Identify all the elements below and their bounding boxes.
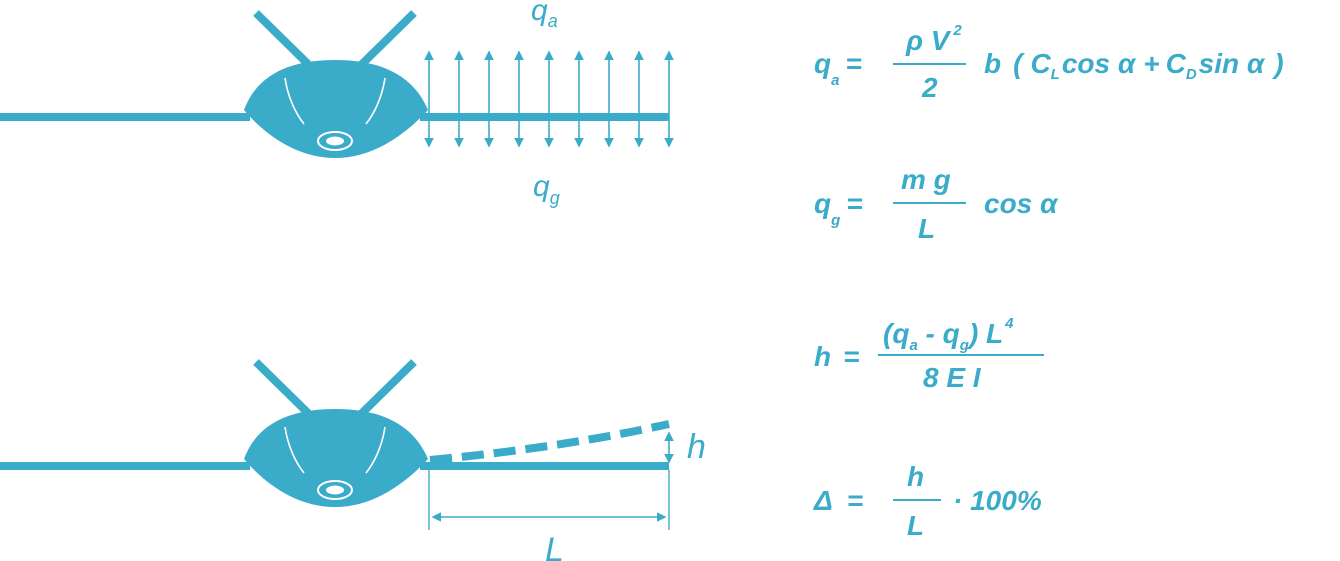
svg-text:L: L — [918, 213, 935, 244]
svg-text:b(CLcos α+CDsin α): b(CLcos α+CDsin α) — [984, 48, 1284, 83]
equation-delta: Δ= h L · 100% — [813, 461, 1042, 541]
svg-text:Δ=: Δ= — [813, 485, 863, 516]
svg-text:qg=: qg= — [814, 188, 863, 229]
svg-text:2: 2 — [921, 72, 938, 103]
svg-text:L: L — [907, 510, 924, 541]
top-figure: qa qg — [0, 0, 674, 208]
svg-text:cos α: cos α — [984, 188, 1059, 219]
svg-text:h: h — [907, 461, 924, 492]
svg-text:8 E I: 8 E I — [923, 362, 982, 393]
svg-text:· 100%: · 100% — [953, 485, 1042, 516]
bottom-figure: h L — [0, 359, 706, 561]
svg-text:h=: h= — [814, 341, 859, 372]
svg-text:(qa - qg) L4: (qa - qg) L4 — [883, 315, 1014, 354]
bottom-fuselage-icon — [244, 359, 428, 507]
svg-text:m g: m g — [901, 164, 951, 195]
top-fuselage-icon — [244, 10, 428, 158]
label-qa: qa — [531, 0, 558, 31]
equation-qg: qg= m g L cos α — [814, 164, 1059, 244]
label-h: h — [687, 428, 706, 466]
svg-text:qa=: qa= — [814, 48, 862, 89]
label-L: L — [545, 531, 564, 561]
svg-text:ρ V2: ρ V2 — [905, 22, 962, 56]
label-qg: qg — [533, 170, 560, 208]
load-arrows — [424, 50, 674, 148]
deflected-beam-dashed — [429, 420, 670, 464]
